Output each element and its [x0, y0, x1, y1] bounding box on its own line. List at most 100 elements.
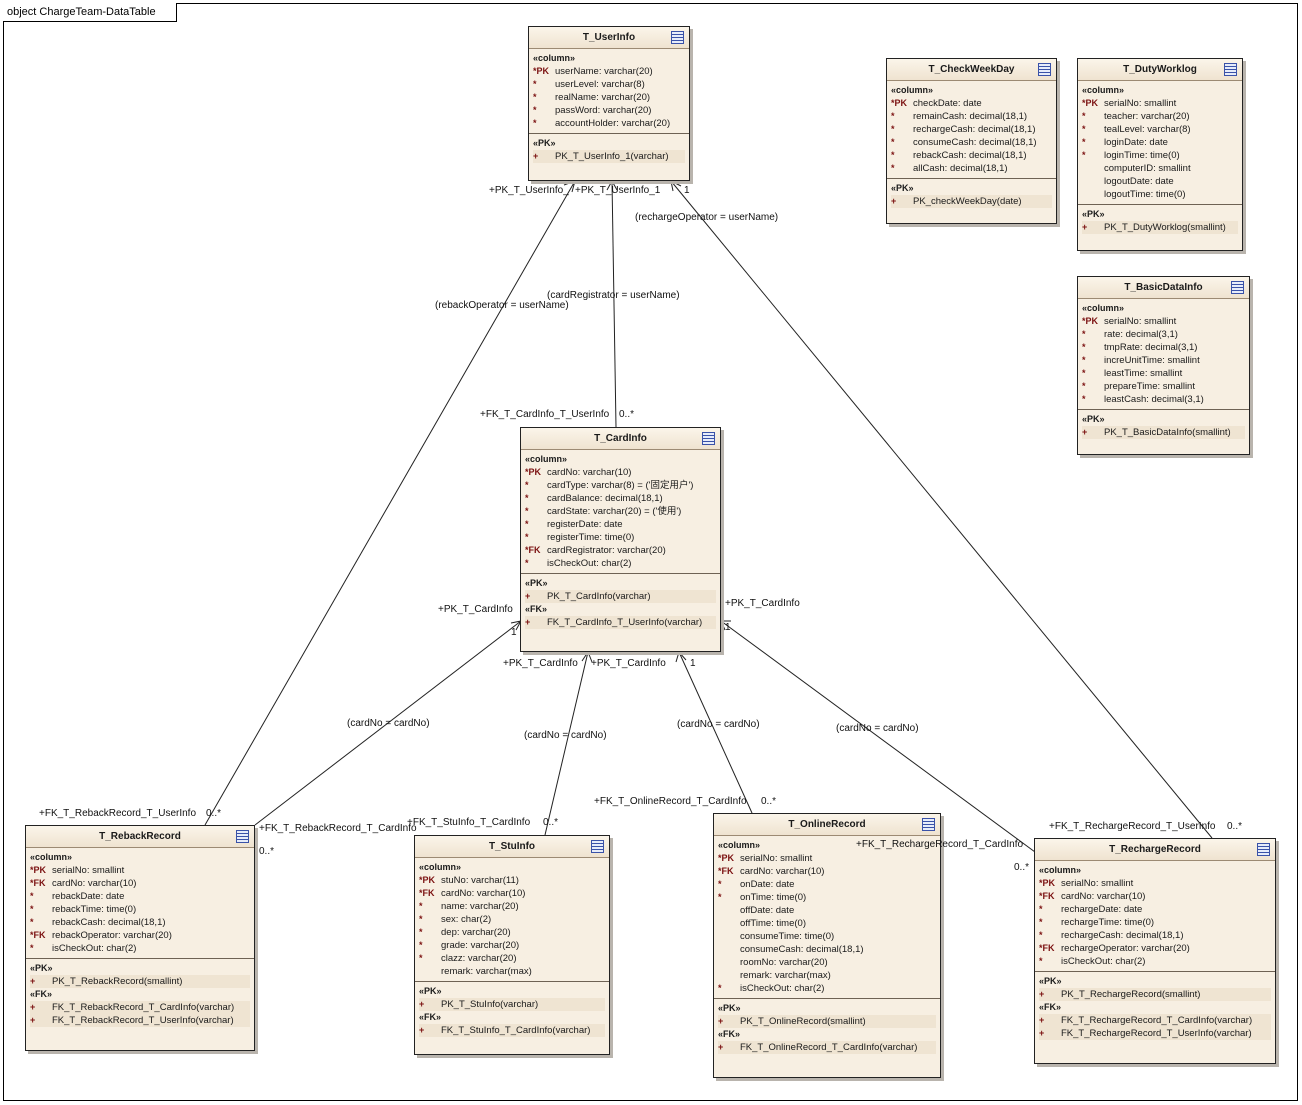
- column-text: cardNo: varchar(10): [547, 467, 632, 478]
- key-marker: *PK: [533, 66, 550, 76]
- key-marker: *PK: [525, 467, 542, 477]
- key-row: +PK_T_UserInfo_1(varchar): [533, 150, 685, 163]
- column-text: FK_T_RebackRecord_T_UserInfo(varchar): [52, 1015, 234, 1026]
- stereotype-label: «FK»: [1039, 1002, 1062, 1012]
- stereotype-label: «FK»: [525, 604, 548, 614]
- key-row: +PK_T_DutyWorklog(smallint): [1082, 221, 1238, 234]
- column-text: serialNo: smallint: [1061, 878, 1134, 889]
- column-text: isCheckOut: char(2): [1061, 956, 1146, 967]
- join-condition-label: (cardNo = cardNo): [524, 730, 607, 741]
- column-row: *allCash: decimal(18,1): [891, 162, 1052, 175]
- column-row: *cardState: varchar(20) = ('使用'): [525, 505, 716, 518]
- column-text: rebackDate: date: [52, 891, 125, 902]
- key-marker: [718, 943, 740, 956]
- table-icon: [1038, 63, 1051, 76]
- key-marker: *: [1082, 394, 1086, 404]
- key-marker: *: [525, 532, 529, 542]
- stereotype-label: «PK»: [1082, 414, 1105, 424]
- column-row: *registerTime: time(0): [525, 531, 716, 544]
- column-row: *tmpRate: decimal(3,1): [1082, 341, 1245, 354]
- pk-section: «PK» +PK_T_StuInfo(varchar) «FK» +FK_T_S…: [415, 982, 609, 1040]
- table-name: T_RechargeRecord: [1109, 844, 1201, 855]
- column-text: leastTime: smallint: [1104, 368, 1183, 379]
- key-marker: *: [30, 917, 34, 927]
- column-text: PK_T_OnlineRecord(smallint): [740, 1016, 866, 1027]
- column-text: PK_T_UserInfo_1(varchar): [555, 151, 669, 162]
- join-condition-label: (cardNo = cardNo): [836, 723, 919, 734]
- key-marker: *: [525, 493, 529, 503]
- column-text: isCheckOut: char(2): [740, 983, 825, 994]
- table-icon: [922, 818, 935, 831]
- column-row: *rate: decimal(3,1): [1082, 328, 1245, 341]
- column-row: *rebackCash: decimal(18,1): [891, 149, 1052, 162]
- key-marker: *: [1039, 917, 1043, 927]
- column-row: * rechargeTime: time(0): [1039, 916, 1271, 929]
- column-text: consumeCash: decimal(18,1): [740, 944, 864, 955]
- key-marker: *FK: [30, 930, 46, 940]
- column-text: PK_checkWeekDay(date): [913, 196, 1022, 207]
- key-marker: +: [718, 1016, 724, 1026]
- column-text: rechargeCash: decimal(18,1): [1061, 930, 1184, 941]
- role-label: +PK_T_CardInfo: [725, 598, 800, 609]
- key-marker: +: [419, 999, 425, 1009]
- key-marker: *: [419, 940, 423, 950]
- key-marker: +: [718, 1042, 724, 1052]
- table-header: T_RechargeRecord: [1035, 839, 1275, 861]
- table-name: T_OnlineRecord: [788, 819, 866, 830]
- column-row: remark: varchar(max): [718, 969, 936, 982]
- pk-section: «PK» +PK_T_RebackRecord(smallint) «FK» +…: [26, 959, 254, 1030]
- key-marker: [718, 930, 740, 943]
- table-header: T_OnlineRecord: [714, 814, 940, 836]
- table-name: T_StuInfo: [488, 841, 536, 852]
- column-row: *prepareTime: smallint: [1082, 380, 1245, 393]
- key-marker: *: [718, 892, 722, 902]
- key-marker: *: [1082, 355, 1086, 365]
- key-row: +PK_T_RechargeRecord(smallint): [1039, 988, 1271, 1001]
- role-label: +PK_T_UserInfo_1: [575, 185, 661, 196]
- column-text: rechargeTime: time(0): [1061, 917, 1155, 928]
- multiplicity-label: 0..*: [1227, 821, 1243, 832]
- key-marker: *: [1082, 137, 1086, 147]
- column-text: realName: varchar(20): [555, 92, 651, 103]
- column-text: logoutTime: time(0): [1104, 189, 1186, 200]
- column-text: clazz: varchar(20): [441, 953, 517, 964]
- table-icon: [1224, 63, 1237, 76]
- column-row: *name: varchar(20): [419, 900, 605, 913]
- key-marker: *: [533, 105, 537, 115]
- column-text: offTime: time(0): [740, 918, 806, 929]
- key-marker: +: [1082, 427, 1088, 437]
- key-marker: *: [1082, 150, 1086, 160]
- link-reback-cardinfo: [254, 620, 522, 826]
- column-text: cardNo: varchar(10): [1061, 891, 1146, 902]
- stereotype-label: «column»: [718, 840, 761, 850]
- key-marker: [718, 969, 740, 982]
- key-marker: [1082, 175, 1104, 188]
- pk-section: «PK» +PK_checkWeekDay(date): [887, 179, 1056, 211]
- table-name: T_UserInfo: [582, 32, 636, 43]
- column-text: PK_T_RebackRecord(smallint): [52, 976, 183, 987]
- column-row: *userLevel: varchar(8): [533, 78, 685, 91]
- stereotype-label: «column»: [1082, 303, 1125, 313]
- column-text: userLevel: varchar(8): [555, 79, 645, 90]
- column-row: roomNo: varchar(20): [718, 956, 936, 969]
- key-marker: +: [1082, 222, 1088, 232]
- key-marker: *: [1082, 111, 1086, 121]
- join-condition-label: (cardRegistrator = userName): [547, 290, 680, 301]
